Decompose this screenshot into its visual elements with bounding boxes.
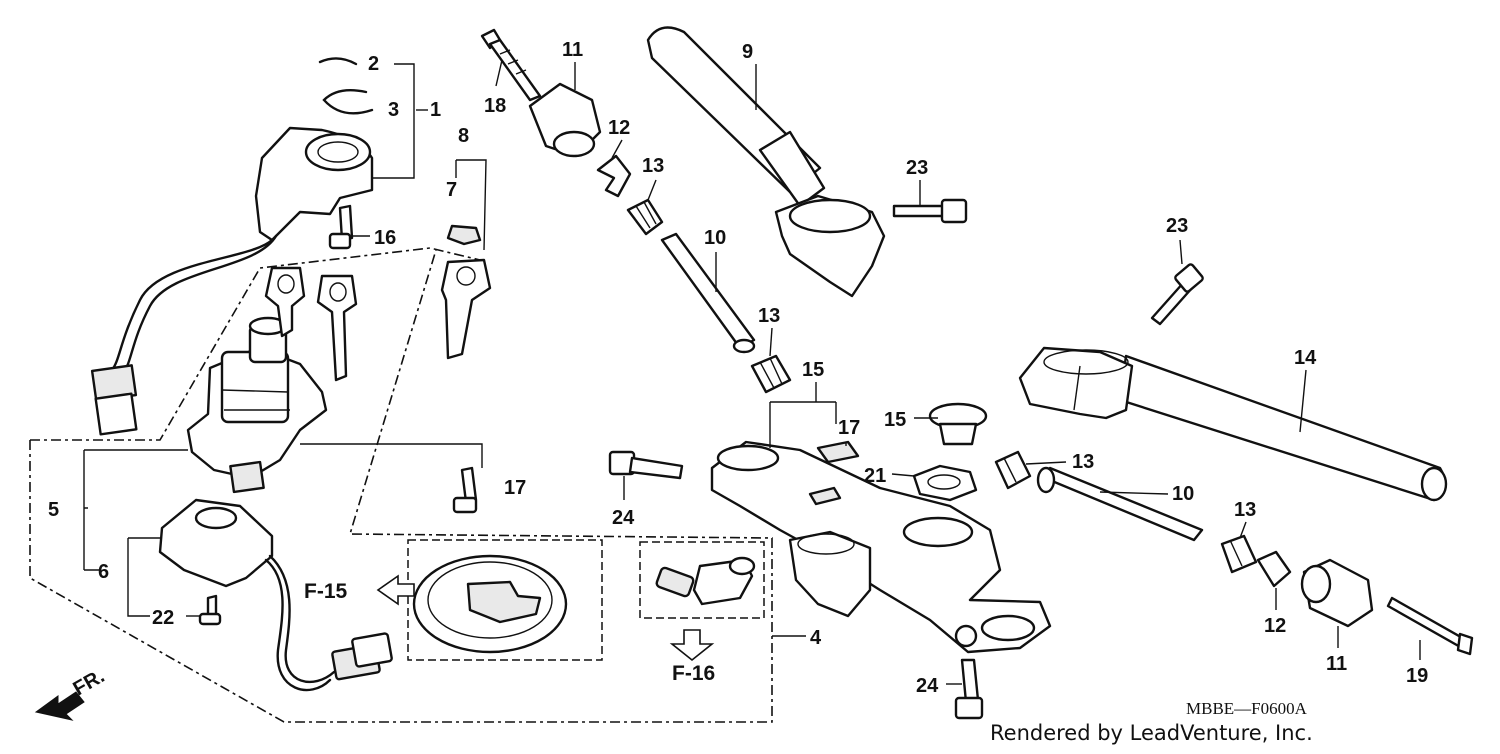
part-14-handlebar[interactable] [1018, 346, 1448, 502]
part-13-collar-3[interactable] [994, 450, 1032, 490]
arrow-left-icon [376, 574, 415, 606]
part-24-bolt-2[interactable] [954, 658, 984, 720]
callout-15[interactable]: 15 [884, 409, 906, 431]
part-13-collar-1[interactable] [626, 198, 664, 236]
callout-11-top[interactable]: 11 [562, 39, 583, 61]
callout-12-right[interactable]: 12 [1264, 615, 1286, 637]
callout-4[interactable]: 4 [810, 627, 822, 649]
callout-3[interactable]: 3 [388, 99, 399, 121]
part-17-plate[interactable] [816, 440, 860, 464]
callout-17[interactable]: 17 [838, 417, 860, 439]
key-b[interactable] [316, 274, 358, 382]
part-12-clip-top[interactable] [596, 154, 632, 198]
callout-21[interactable]: 21 [864, 465, 886, 487]
part-11-bar-end-right[interactable] [1300, 558, 1374, 628]
part-13-collar-2[interactable] [750, 354, 792, 394]
outline-ignition [30, 247, 481, 441]
callout-10-top[interactable]: 10 [704, 227, 726, 249]
direction-arrow-icon: FR. [34, 665, 108, 721]
ref-box-f16[interactable] [639, 541, 765, 662]
callout-7[interactable]: 7 [446, 179, 457, 201]
part-10-rod-diag[interactable] [660, 232, 756, 354]
callout-19[interactable]: 17 [504, 477, 526, 499]
callout-10-right[interactable]: 10 [1172, 483, 1194, 505]
part-16-top-bridge[interactable] [710, 440, 1052, 654]
callout-23-b[interactable]: 23 [1166, 215, 1188, 237]
part-7-key-cap[interactable] [446, 224, 482, 246]
part-10-rod-horizontal[interactable] [1036, 466, 1204, 542]
ref-label-f16[interactable]: F-16 [672, 662, 715, 685]
callout-9[interactable]: 9 [742, 41, 753, 63]
callout-8[interactable]: 8 [458, 125, 469, 147]
callout-11-right[interactable]: 11 [1326, 653, 1347, 675]
callout-14[interactable]: 14 [1294, 347, 1317, 369]
part-20-bolt-top[interactable] [480, 28, 542, 102]
callout-18[interactable]: 16 [374, 227, 396, 249]
ignition-switch-assembly[interactable] [90, 57, 374, 494]
part-6-sub-switch[interactable] [158, 498, 393, 692]
ref-box-f15[interactable] [376, 539, 603, 661]
part-20-bolt-right[interactable] [1386, 596, 1474, 656]
part-21-nut[interactable] [912, 464, 978, 502]
callout-13-c[interactable]: 13 [1072, 451, 1094, 473]
diagram-code: MBBE—F0600A [1186, 699, 1308, 718]
part-11-bar-end-top[interactable] [528, 82, 602, 158]
callout-13-b[interactable]: 13 [758, 305, 780, 327]
part-15-cap[interactable] [928, 402, 988, 446]
callout-2[interactable]: 2 [368, 53, 379, 75]
callout-24-b[interactable]: 24 [916, 675, 939, 697]
callout-20-top[interactable]: 18 [484, 95, 506, 117]
callout-20-right[interactable]: 19 [1406, 665, 1428, 687]
callout-23-a[interactable]: 23 [906, 157, 928, 179]
part-23-bolt-1[interactable] [892, 198, 968, 224]
part-9-handlebar[interactable] [646, 26, 886, 298]
callout-13-a[interactable]: 13 [642, 155, 664, 177]
callout-6[interactable]: 6 [98, 561, 109, 583]
key-parts[interactable] [440, 224, 492, 360]
part-2-clip[interactable] [318, 57, 358, 66]
callout-24-a[interactable]: 24 [612, 507, 635, 529]
part-8-key[interactable] [440, 258, 492, 360]
callout-13-d[interactable]: 13 [1234, 499, 1256, 521]
arrow-down-icon [669, 629, 715, 662]
part-12-clip-right[interactable] [1256, 550, 1292, 588]
callout-22[interactable]: 22 [152, 607, 174, 629]
callout-labels: 2 3 1 8 7 16 5 6 22 17 4 18 11 9 12 13 1… [48, 39, 1428, 697]
part-23-bolt-2[interactable] [1150, 263, 1204, 326]
part-3-ring[interactable] [322, 89, 374, 115]
callout-16[interactable]: 15 [802, 359, 824, 381]
callout-1[interactable]: 1 [430, 99, 441, 121]
callout-12-top[interactable]: 12 [608, 117, 630, 139]
ref-label-f15[interactable]: F-15 [304, 580, 348, 603]
part-24-bolt-1[interactable] [608, 450, 684, 480]
part-13-collar-4[interactable] [1220, 534, 1258, 574]
part-19-bolt[interactable] [452, 466, 478, 514]
callout-5[interactable]: 5 [48, 499, 59, 521]
credit-text: Rendered by LeadVenture, Inc. [990, 721, 1313, 745]
